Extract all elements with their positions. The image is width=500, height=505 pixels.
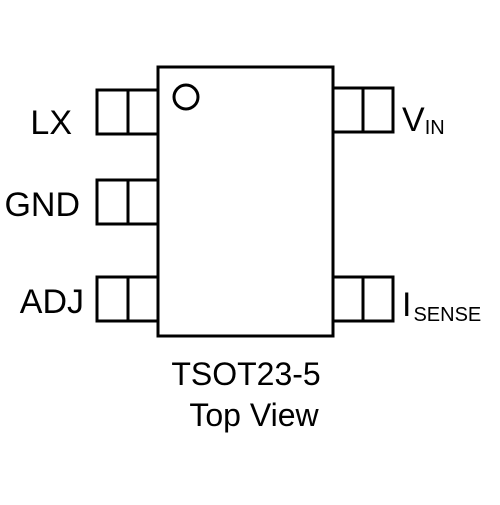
- pin-lx: [95, 88, 160, 136]
- pin-vin: [331, 86, 395, 134]
- pin1-marker-icon: [172, 83, 200, 111]
- pin-label-lx: LX: [30, 104, 72, 142]
- pin-label-vin-sub: IN: [425, 117, 445, 139]
- pin-gnd: [95, 178, 160, 226]
- ic-body: [156, 65, 335, 338]
- pin-label-adj: ADJ: [20, 283, 84, 321]
- pin-label-vin-main: V: [402, 101, 425, 139]
- pin-label-vin: VIN: [402, 101, 445, 139]
- pin-adj: [95, 275, 160, 323]
- pin-label-isense-main: I: [402, 286, 411, 324]
- pin-label-gnd: GND: [4, 186, 80, 224]
- pin-label-isense-sub: SENSE: [413, 304, 481, 326]
- package-name: TSOT23-5: [171, 356, 320, 392]
- package-view: Top View: [189, 397, 319, 433]
- pin-isense: [331, 275, 395, 323]
